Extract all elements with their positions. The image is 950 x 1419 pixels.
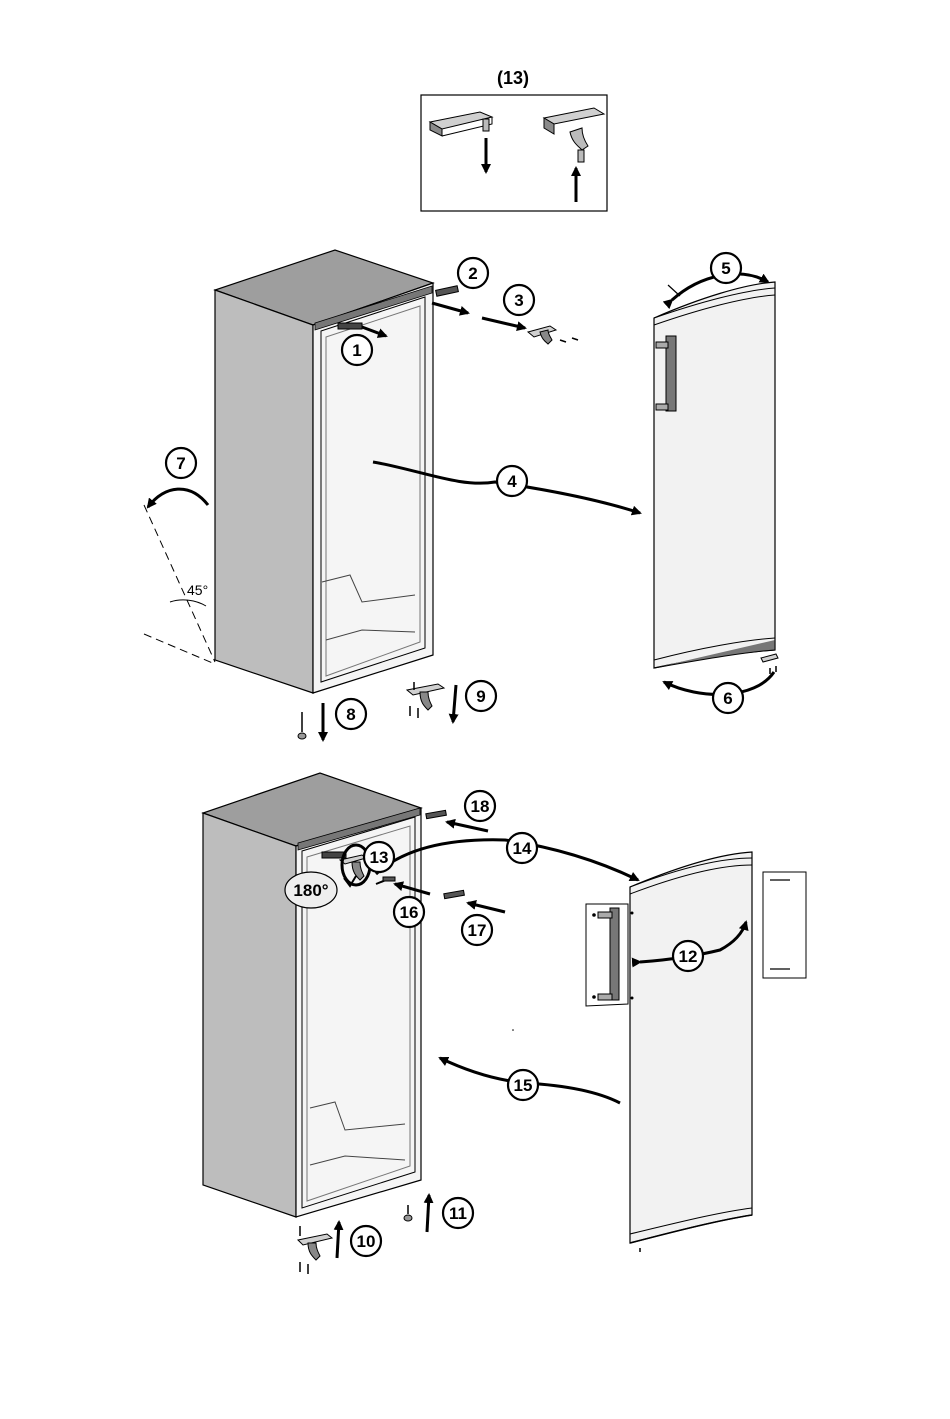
step-badge-3: 3 — [504, 285, 534, 315]
step-badge-6: 6 — [713, 683, 743, 713]
door-top-scene — [654, 274, 778, 694]
arrow-7-icon — [148, 489, 208, 507]
svg-text:1: 1 — [352, 341, 361, 360]
svg-text:10: 10 — [357, 1232, 376, 1251]
svg-text:11: 11 — [449, 1204, 467, 1223]
svg-text:7: 7 — [176, 454, 185, 473]
door-bottom-scene — [586, 852, 806, 1252]
svg-text:18: 18 — [471, 797, 490, 816]
foot-screw-icon — [298, 712, 306, 739]
arrow-18-icon — [447, 822, 488, 831]
svg-text:3: 3 — [514, 291, 523, 310]
step-badge-13: 13 — [364, 842, 394, 872]
step-badge-15: 15 — [508, 1070, 538, 1100]
step-badge-2: 2 — [458, 258, 488, 288]
step-badge-8: 8 — [336, 699, 366, 729]
svg-text:2: 2 — [468, 264, 477, 283]
arrow-2-icon — [432, 303, 468, 313]
cover-panel-icon — [763, 872, 806, 978]
arrow-11-icon — [427, 1195, 429, 1232]
bottom-hinge-icon — [407, 682, 444, 718]
inset-13: (13) — [421, 68, 607, 211]
arrow-9-icon — [453, 685, 456, 722]
svg-text:9: 9 — [476, 687, 485, 706]
bottom-hinge-new-icon — [298, 1226, 332, 1274]
svg-text:17: 17 — [468, 921, 487, 940]
step-badge-12: 12 — [673, 941, 703, 971]
step-badge-9: 9 — [466, 681, 496, 711]
step-badge-5: 5 — [711, 253, 741, 283]
angle-label: 45° — [187, 582, 208, 598]
step-badge-11: 11 — [443, 1198, 473, 1228]
step-badge-1: 1 — [342, 335, 372, 365]
svg-text:12: 12 — [679, 947, 698, 966]
step-badge-10: 10 — [351, 1226, 381, 1256]
step-badge-16: 16 — [394, 897, 424, 927]
step-badge-18: 18 — [465, 791, 495, 821]
svg-text:5: 5 — [721, 259, 730, 278]
arrow-10-icon — [337, 1222, 339, 1258]
svg-text:13: 13 — [370, 848, 389, 867]
inset-title: (13) — [497, 68, 529, 88]
arrow-17-icon — [468, 903, 505, 912]
step-badge-14: 14 — [507, 833, 537, 863]
foot-screw-new-icon — [404, 1205, 412, 1221]
svg-text:8: 8 — [346, 705, 355, 724]
svg-text:16: 16 — [400, 903, 419, 922]
svg-text:14: 14 — [513, 839, 532, 858]
svg-text:6: 6 — [723, 689, 732, 708]
step-badge-4: 4 — [497, 466, 527, 496]
handle-panel-icon — [586, 904, 634, 1006]
step-badge-7: 7 — [166, 448, 196, 478]
svg-text:15: 15 — [514, 1076, 533, 1095]
svg-text:4: 4 — [507, 472, 517, 491]
step-badge-17: 17 — [462, 915, 492, 945]
arrow-3-icon — [482, 318, 525, 328]
rotation-label: 180° — [293, 881, 328, 900]
